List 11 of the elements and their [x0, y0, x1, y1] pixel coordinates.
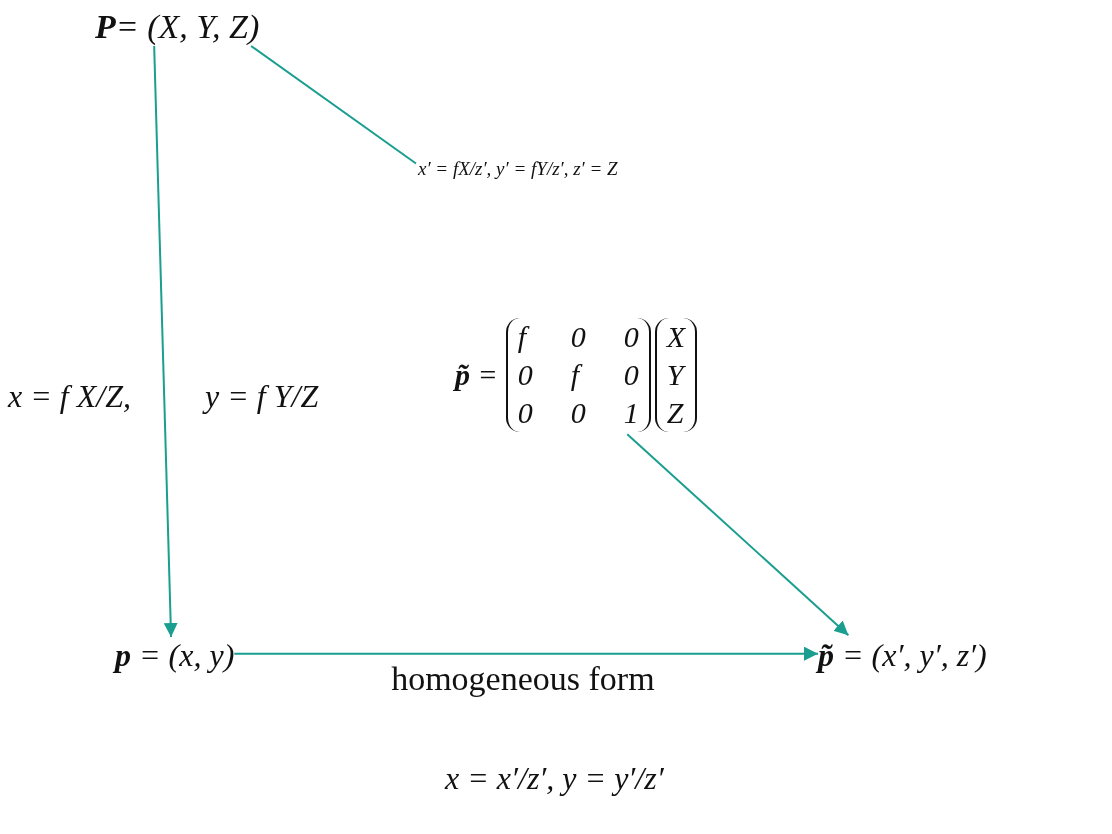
column-vector: X Y Z: [654, 318, 698, 432]
line: [250, 45, 417, 165]
formula: P= (X, Y, Z): [95, 8, 260, 46]
arrow: [626, 433, 850, 637]
formula: p̃ =: [455, 358, 498, 392]
formula: x′ = fX/z′, y′ = fY/z′, z′ = Z: [418, 158, 618, 180]
arrow: [153, 45, 178, 638]
matrix: f 0 0 0 f 0 0 0 1: [505, 318, 651, 432]
equation: x = x′/z′, y = y′/z′: [445, 760, 664, 797]
arrow: [233, 646, 819, 661]
equation: x = f X/Z,: [8, 378, 131, 415]
